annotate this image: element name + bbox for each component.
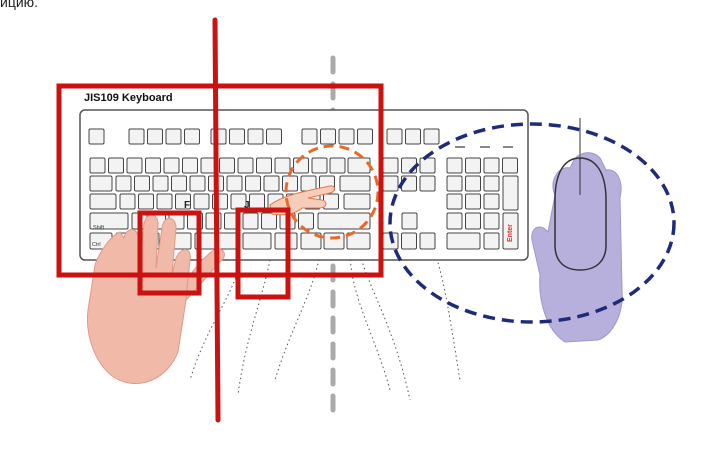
keycap	[483, 193, 500, 210]
keycap	[89, 157, 106, 174]
keycap	[465, 212, 481, 230]
mouse-hand-illustration	[531, 118, 623, 343]
keycap	[263, 175, 280, 192]
keycap	[465, 175, 481, 192]
keycap	[89, 193, 117, 210]
keycap	[446, 212, 463, 230]
keycap	[386, 128, 403, 145]
key-label-ctrl: Ctrl	[92, 242, 101, 248]
keycap	[465, 193, 481, 210]
keycap	[134, 175, 150, 192]
keycap	[193, 193, 210, 210]
mouse-zone-ellipse	[388, 122, 676, 324]
keycap	[401, 212, 418, 230]
keycap	[338, 128, 355, 145]
keycap	[300, 175, 317, 192]
key-label-j: J	[244, 200, 250, 211]
keycap	[219, 157, 235, 174]
keycap	[382, 157, 399, 174]
keycap	[301, 128, 318, 145]
keycap	[320, 128, 336, 145]
keycap	[483, 175, 500, 192]
keycap	[89, 212, 129, 230]
keycap	[115, 175, 132, 192]
keycap	[323, 193, 339, 210]
keycap	[182, 157, 198, 174]
home-position-focus-circle	[284, 144, 380, 240]
keycap	[293, 157, 309, 174]
keycap	[465, 157, 481, 174]
keycap	[423, 128, 440, 145]
keycap	[346, 232, 371, 250]
keycap	[175, 193, 191, 210]
keycap	[401, 232, 417, 250]
keycap	[88, 128, 105, 145]
keycap	[163, 157, 180, 174]
keycap	[483, 212, 500, 230]
keycap	[317, 212, 371, 230]
keycap	[119, 193, 136, 210]
keycap	[446, 193, 463, 210]
keycap	[311, 157, 328, 174]
keycap	[446, 175, 463, 192]
keycap	[237, 157, 254, 174]
keycap	[89, 175, 113, 192]
keycap	[483, 232, 500, 250]
keycap	[256, 157, 272, 174]
keycap	[210, 128, 227, 145]
keycap	[226, 175, 243, 192]
keycap	[242, 232, 272, 250]
keycap	[128, 128, 145, 145]
keycap	[323, 232, 345, 250]
keycap	[419, 232, 436, 250]
keycap	[156, 193, 173, 210]
keycap	[347, 157, 371, 174]
keycap	[343, 193, 371, 210]
keycap	[152, 175, 169, 192]
keycap	[247, 128, 264, 145]
key-label-f: F	[184, 200, 190, 211]
keycap	[138, 193, 154, 210]
keycap	[261, 212, 277, 230]
keycap	[502, 212, 519, 250]
keycap	[419, 157, 436, 174]
keycap	[274, 157, 291, 174]
keycap	[165, 128, 182, 145]
keycap	[419, 175, 436, 192]
keycap	[266, 128, 282, 145]
keyboard-highlight-box	[56, 83, 384, 278]
keycap	[483, 157, 500, 174]
keycap	[145, 157, 161, 174]
keycap	[147, 128, 163, 145]
keycap	[245, 175, 261, 192]
keycap	[502, 157, 518, 174]
keycap	[357, 128, 373, 145]
keyboard-title: JIS109 Keyboard	[84, 92, 173, 104]
keycap	[405, 128, 421, 145]
keycap	[126, 157, 143, 174]
keycap	[108, 157, 124, 174]
keycap	[184, 128, 200, 145]
keycap	[242, 212, 259, 230]
keycap	[300, 232, 322, 250]
keycap	[229, 128, 245, 145]
vertical-marker-line	[212, 17, 221, 423]
keycap	[189, 175, 206, 192]
keycap	[249, 193, 265, 210]
keycap	[171, 175, 187, 192]
keycap	[339, 175, 371, 192]
keycap	[446, 157, 463, 174]
keycap	[329, 157, 346, 174]
keycap	[446, 232, 481, 250]
key-label-shift: Shift	[93, 225, 104, 231]
top-caption: ицию.	[0, 0, 39, 10]
right-thumb-highlight-box	[235, 207, 291, 300]
red-annotations	[56, 17, 384, 423]
keycap	[502, 175, 519, 211]
key-label-enter: Enter	[507, 224, 514, 242]
left-thumb-highlight-box	[137, 210, 202, 296]
keycap	[382, 175, 399, 192]
